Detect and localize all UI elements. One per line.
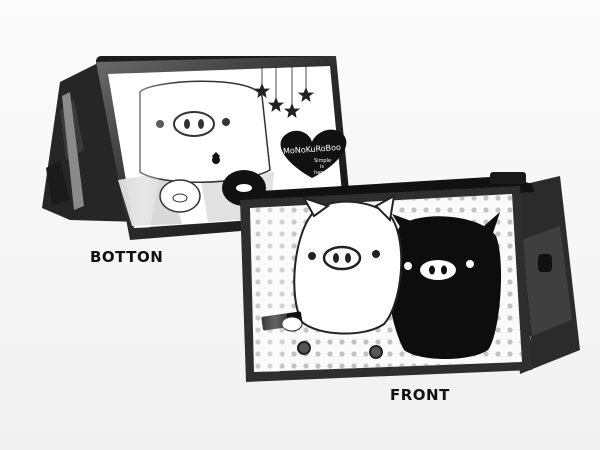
skin-tagline-1: Simple xyxy=(314,158,331,164)
black-pig-illustration xyxy=(388,212,502,359)
front-console: Power xyxy=(240,172,580,382)
skin-tagline-2: is xyxy=(320,164,324,170)
circle-pad xyxy=(538,254,552,272)
heart-logo-icon xyxy=(280,129,347,178)
stylus-rail xyxy=(62,92,84,210)
camera-lens-right xyxy=(369,345,383,359)
skin-brand-text: MoNoKuRoBoo xyxy=(283,143,342,156)
hanging-stars xyxy=(253,66,315,118)
white-pig-front-illustration xyxy=(293,194,403,335)
camera-lens-left xyxy=(297,341,311,355)
front-view-label: FRONT xyxy=(390,386,450,404)
skin-tagline-3: happy! xyxy=(314,170,332,176)
back-view-label: BOTTON xyxy=(90,248,164,266)
